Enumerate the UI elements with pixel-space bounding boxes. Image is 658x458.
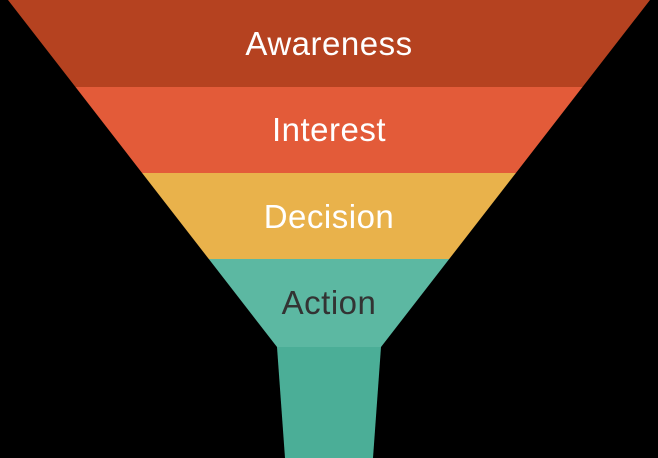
funnel-stage-awareness-shape — [8, 0, 650, 87]
funnel-stage-awareness-label: Awareness — [245, 25, 412, 62]
funnel-spout-shape — [277, 347, 381, 458]
funnel-stage-interest-shape — [75, 87, 583, 173]
funnel-stage-action-label: Action — [282, 284, 377, 321]
funnel-stage-action-shape — [208, 259, 450, 347]
funnel-stage-decision-shape — [142, 173, 516, 259]
funnel-stage-decision-label: Decision — [264, 198, 395, 235]
funnel-stage-interest-label: Interest — [272, 111, 386, 148]
